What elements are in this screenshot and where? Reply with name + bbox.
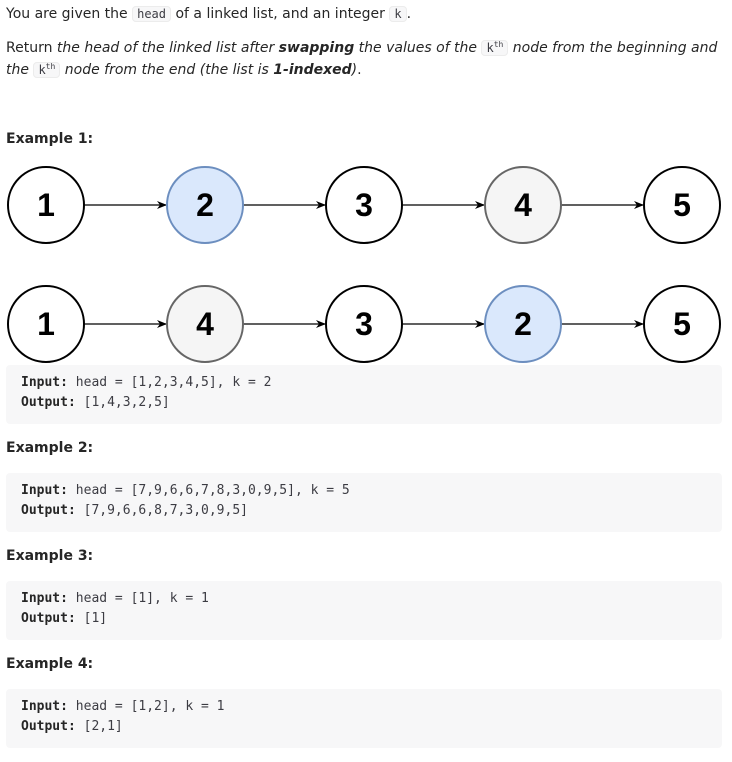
intro-text: You are given the: [6, 6, 133, 22]
list-node-circle: [7, 166, 85, 244]
intro-paragraph-2: Return the head of the linked list after…: [6, 37, 722, 81]
kth-sup: th: [493, 40, 504, 49]
example-2-input: Input: head = [7,9,6,6,7,8,3,0,9,5], k =…: [21, 483, 350, 498]
intro-bold-text: 1-indexed: [273, 62, 352, 78]
list-node-circle: [484, 166, 562, 244]
list-node-value: 4: [514, 187, 532, 223]
list-node-circle: [166, 285, 244, 363]
list-node-value: 2: [196, 187, 214, 223]
input-label: Input:: [21, 699, 68, 714]
output-label: Output:: [21, 719, 76, 734]
intro-text: .: [406, 6, 412, 22]
list-node-value: 5: [673, 187, 691, 223]
output-value: [1,4,3,2,5]: [75, 395, 170, 410]
example-4-input: Input: head = [1,2], k = 1: [21, 699, 225, 714]
intro-italic-text: node from the beginning and the: [6, 40, 718, 78]
inline-code-k: k: [389, 6, 407, 22]
example-2-output: Output: [7,9,6,6,8,7,3,0,9,5]: [21, 503, 248, 518]
output-label: Output:: [21, 503, 76, 518]
input-value: head = [1], k = 1: [67, 591, 209, 606]
list-node-value: 5: [673, 306, 691, 342]
list-node-circle: [484, 285, 562, 363]
list-node-value: 1: [37, 306, 55, 342]
list-node-value: 4: [196, 306, 214, 342]
list-node-circle: [325, 285, 403, 363]
list-node-value: 3: [355, 187, 373, 223]
output-label: Output:: [21, 395, 76, 410]
intro-italic-text: ): [351, 62, 358, 78]
example-1-box: Input: head = [1,2,3,4,5], k = 2 Output:…: [6, 365, 722, 424]
intro-text: Return: [6, 40, 57, 56]
example-2-heading: Example 2:: [6, 440, 94, 456]
input-value: head = [1,2,3,4,5], k = 2: [67, 375, 272, 390]
list-node-circle: [643, 166, 721, 244]
output-value: [1]: [75, 611, 108, 626]
intro-italic-text: node from the end (the list is: [60, 62, 274, 78]
example-4-heading: Example 4:: [6, 656, 94, 672]
inline-code-kth: kth: [481, 40, 509, 56]
example-3-output: Output: [1]: [21, 611, 107, 626]
list-node-circle: [325, 166, 403, 244]
intro-italic-text: the head of the linked list after: [56, 40, 279, 56]
example-2-box: Input: head = [7,9,6,6,7,8,3,0,9,5], k =…: [6, 473, 722, 532]
example-1-input: Input: head = [1,2,3,4,5], k = 2: [21, 375, 271, 390]
list-node-value: 2: [514, 306, 532, 342]
kth-sup: th: [45, 62, 56, 71]
list-node-value: 3: [355, 306, 373, 342]
input-label: Input:: [21, 591, 68, 606]
input-value: head = [1,2], k = 1: [67, 699, 225, 714]
kth-k: k: [38, 63, 46, 77]
inline-code-head: head: [132, 6, 172, 22]
example-4-box: Input: head = [1,2], k = 1 Output: [2,1]: [6, 689, 722, 748]
intro-bold-text: swapping: [278, 40, 355, 56]
output-value: [7,9,6,6,8,7,3,0,9,5]: [75, 503, 248, 518]
input-label: Input:: [21, 375, 68, 390]
list-node-circle: [166, 166, 244, 244]
example-3-input: Input: head = [1], k = 1: [21, 591, 209, 606]
list-node-value: 1: [37, 187, 55, 223]
intro-text: .: [357, 62, 362, 78]
example-3-box: Input: head = [1], k = 1 Output: [1]: [6, 581, 722, 640]
intro-italic-text: the values of the: [354, 40, 482, 56]
input-value: head = [7,9,6,6,7,8,3,0,9,5], k = 5: [67, 483, 350, 498]
output-label: Output:: [21, 611, 76, 626]
intro-text: of a linked list, and an integer: [171, 6, 390, 22]
input-label: Input:: [21, 483, 68, 498]
example-1-output: Output: [1,4,3,2,5]: [21, 395, 170, 410]
example-1-heading: Example 1:: [6, 131, 94, 147]
list-node-circle: [7, 285, 85, 363]
example-4-output: Output: [2,1]: [21, 719, 123, 734]
list-node-circle: [643, 285, 721, 363]
linked-list-diagram: 1 2 3 4 5 1 4 3 2 5: [7, 166, 721, 363]
intro-paragraph-1: You are given the head of a linked list,…: [6, 3, 411, 25]
inline-code-kth: kth: [33, 62, 61, 78]
output-value: [2,1]: [75, 719, 123, 734]
example-3-heading: Example 3:: [6, 548, 94, 564]
kth-k: k: [486, 41, 494, 55]
